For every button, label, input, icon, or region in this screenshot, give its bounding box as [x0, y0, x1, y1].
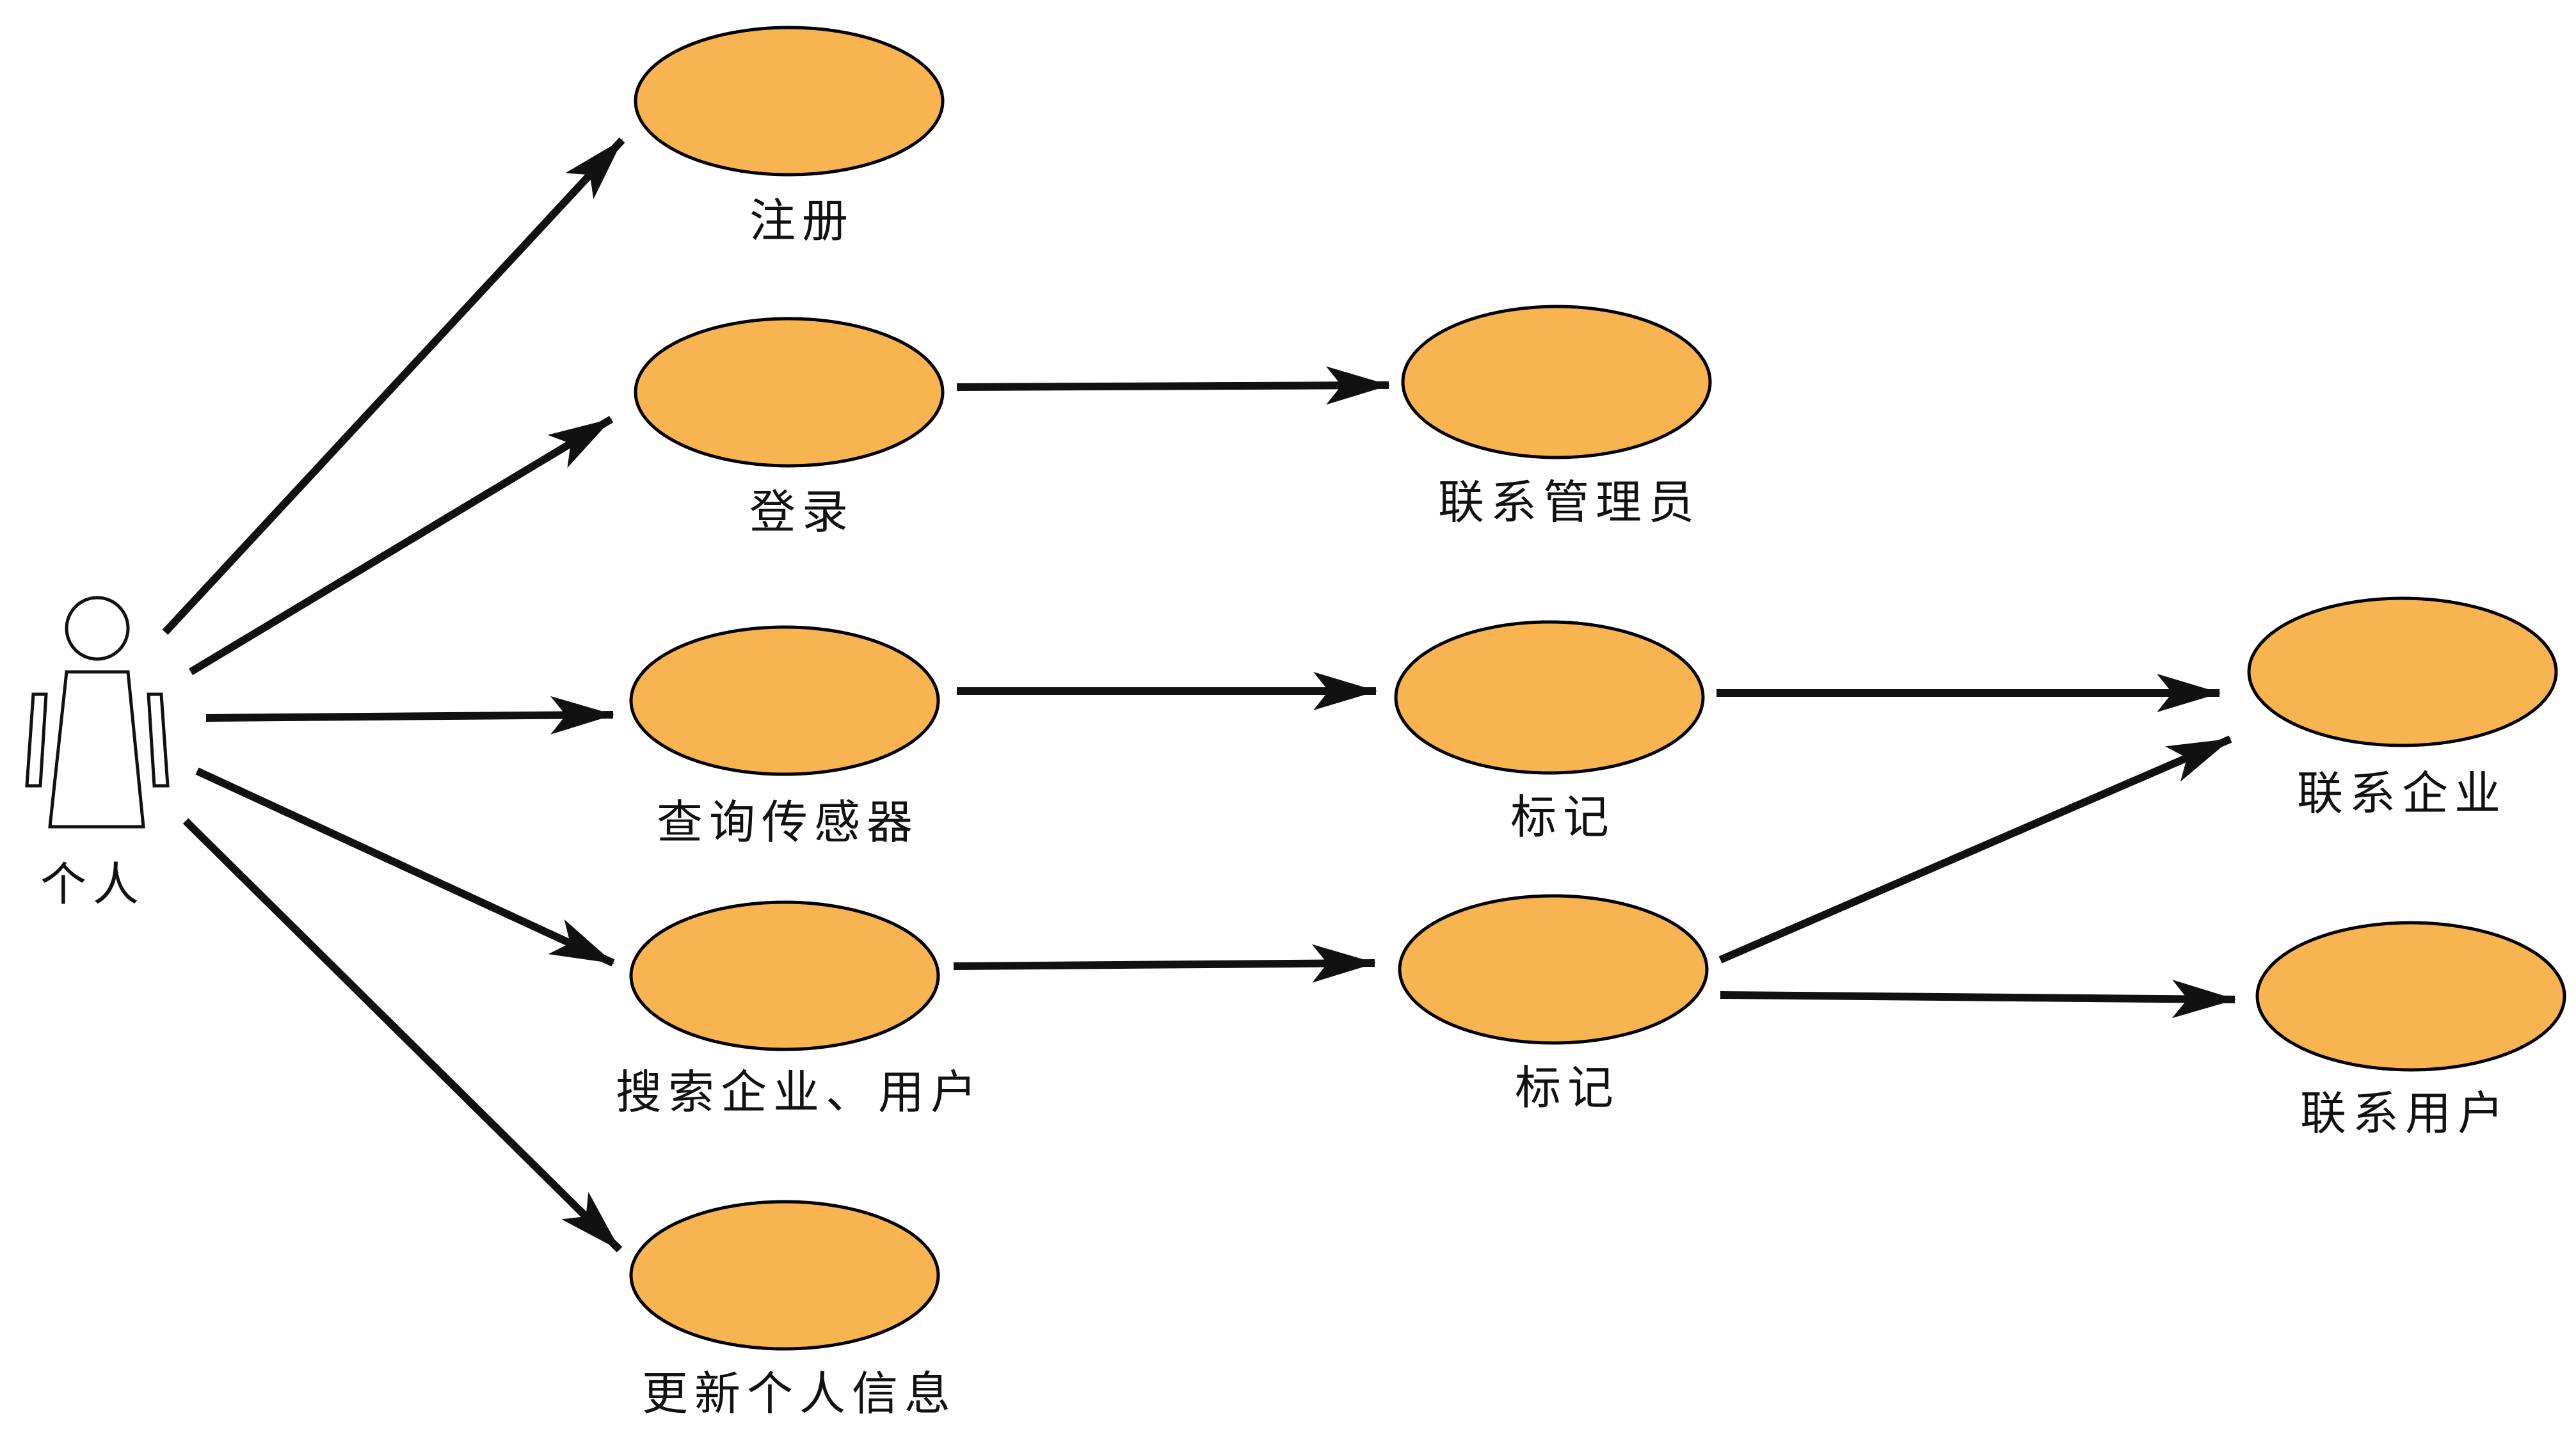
use-case-search[interactable]: [629, 900, 940, 1051]
label-update-info: 更新个人信息: [641, 1367, 957, 1421]
actor-head: [65, 596, 130, 661]
actor-right-arm: [147, 692, 170, 788]
label-mark-1: 标记: [1510, 790, 1616, 844]
edge-actor-query-sensor: [205, 696, 614, 735]
use-case-register[interactable]: [634, 26, 945, 177]
use-case-query-sensor[interactable]: [629, 625, 940, 776]
label-login: 登录: [749, 485, 855, 539]
use-case-contact-company[interactable]: [2247, 596, 2558, 747]
edge-actor-search: [195, 767, 615, 967]
label-mark-2: 标记: [1514, 1061, 1620, 1115]
label-contact-user: 联系用户: [2300, 1087, 2511, 1140]
actor-left-arm: [25, 692, 48, 788]
use-case-contact-admin[interactable]: [1401, 305, 1712, 459]
actor-label: 个人: [40, 857, 146, 911]
label-contact-admin: 联系管理员: [1437, 475, 1701, 529]
edge-mark-contact-user: [1720, 980, 2236, 1019]
edge-actor-update-info: [182, 818, 623, 1253]
use-case-mark-1[interactable]: [1394, 620, 1705, 775]
edge-search-mark: [953, 944, 1376, 983]
edge-login-contact-admin: [956, 366, 1390, 405]
use-case-login[interactable]: [634, 317, 945, 468]
label-search: 搜索企业、用户: [615, 1065, 984, 1119]
use-case-update-info[interactable]: [629, 1200, 940, 1351]
actor-body: [48, 670, 145, 829]
actor-icon: [25, 596, 170, 829]
label-query-sensor: 查询传感器: [656, 795, 920, 849]
use-case-contact-user[interactable]: [2255, 921, 2566, 1072]
edge-mark-contact-company-2: [1718, 735, 2232, 964]
use-case-mark-2[interactable]: [1398, 894, 1709, 1045]
label-register: 注册: [749, 194, 855, 248]
edge-actor-login: [188, 415, 614, 676]
edge-actor-register: [162, 137, 625, 635]
label-contact-company: 联系企业: [2296, 767, 2508, 820]
